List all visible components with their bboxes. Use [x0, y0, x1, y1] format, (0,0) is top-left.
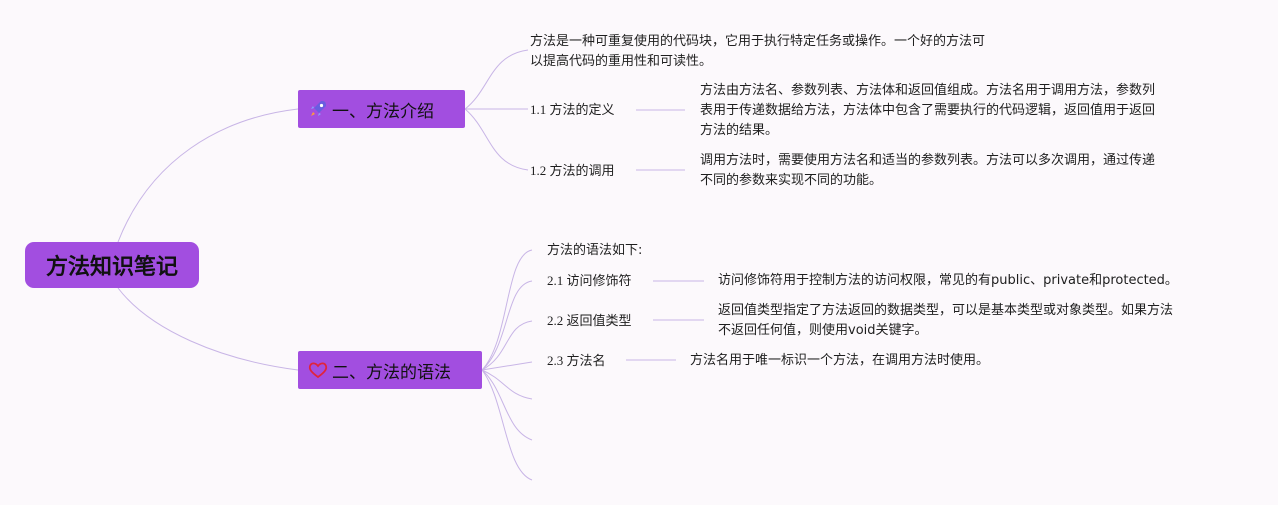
desc-line: 方法由方法名、参数列表、方法体和返回值组成。方法名用于调用方法，参数列	[700, 83, 1156, 98]
child-desc-method-call: 调用方法时，需要使用方法名和适当的参数列表。方法可以多次调用，通过传递 不同的参…	[700, 151, 1155, 191]
branch-node-method-syntax[interactable]: 二、方法的语法	[298, 351, 482, 389]
child-desc-method-definition: 方法由方法名、参数列表、方法体和返回值组成。方法名用于调用方法，参数列 表用于传…	[700, 81, 1155, 141]
child-label-return-type[interactable]: 2.2 返回值类型	[547, 313, 632, 328]
branch-title: 一、方法介绍	[332, 101, 434, 122]
child-label-method-call[interactable]: 1.2 方法的调用	[530, 163, 615, 178]
syntax-intro-text: 方法的语法如下:	[547, 243, 643, 258]
rocket-icon	[308, 99, 328, 119]
intro-text: 方法是一种可重复使用的代码块，它用于执行特定任务或操作。一个好的方法可 以提高代…	[530, 32, 985, 72]
branch-node-method-intro[interactable]: 一、方法介绍	[298, 90, 465, 128]
child-desc-method-name: 方法名用于唯一标识一个方法，在调用方法时使用。	[690, 351, 989, 371]
child-desc-access-modifier: 访问修饰符用于控制方法的访问权限，常见的有public、private和prot…	[718, 271, 1178, 291]
desc-line: 不同的参数来实现不同的功能。	[700, 173, 883, 188]
desc-line: 不返回任何值，则使用void关键字。	[718, 323, 928, 338]
branch-title: 二、方法的语法	[332, 362, 451, 383]
child-desc-return-type: 返回值类型指定了方法返回的数据类型，可以是基本类型或对象类型。如果方法 不返回任…	[718, 301, 1173, 341]
desc-line: 访问修饰符用于控制方法的访问权限，常见的有public、private和prot…	[718, 273, 1178, 288]
desc-line: 调用方法时，需要使用方法名和适当的参数列表。方法可以多次调用，通过传递	[700, 153, 1156, 168]
intro-line: 以提高代码的重用性和可读性。	[530, 54, 713, 69]
heart-icon	[308, 360, 328, 380]
desc-line: 方法的结果。	[700, 123, 779, 138]
desc-line: 方法名用于唯一标识一个方法，在调用方法时使用。	[690, 353, 990, 368]
child-label-access-modifier[interactable]: 2.1 访问修饰符	[547, 273, 632, 288]
desc-line: 返回值类型指定了方法返回的数据类型，可以是基本类型或对象类型。如果方法	[718, 303, 1174, 318]
child-label-method-definition[interactable]: 1.1 方法的定义	[530, 102, 615, 117]
child-label-method-name[interactable]: 2.3 方法名	[547, 353, 606, 368]
intro-line: 方法是一种可重复使用的代码块，它用于执行特定任务或操作。一个好的方法可	[530, 34, 986, 49]
desc-line: 表用于传递数据给方法，方法体中包含了需要执行的代码逻辑，返回值用于返回	[700, 103, 1156, 118]
root-node[interactable]: 方法知识笔记	[25, 242, 199, 288]
root-title: 方法知识笔记	[45, 255, 178, 280]
